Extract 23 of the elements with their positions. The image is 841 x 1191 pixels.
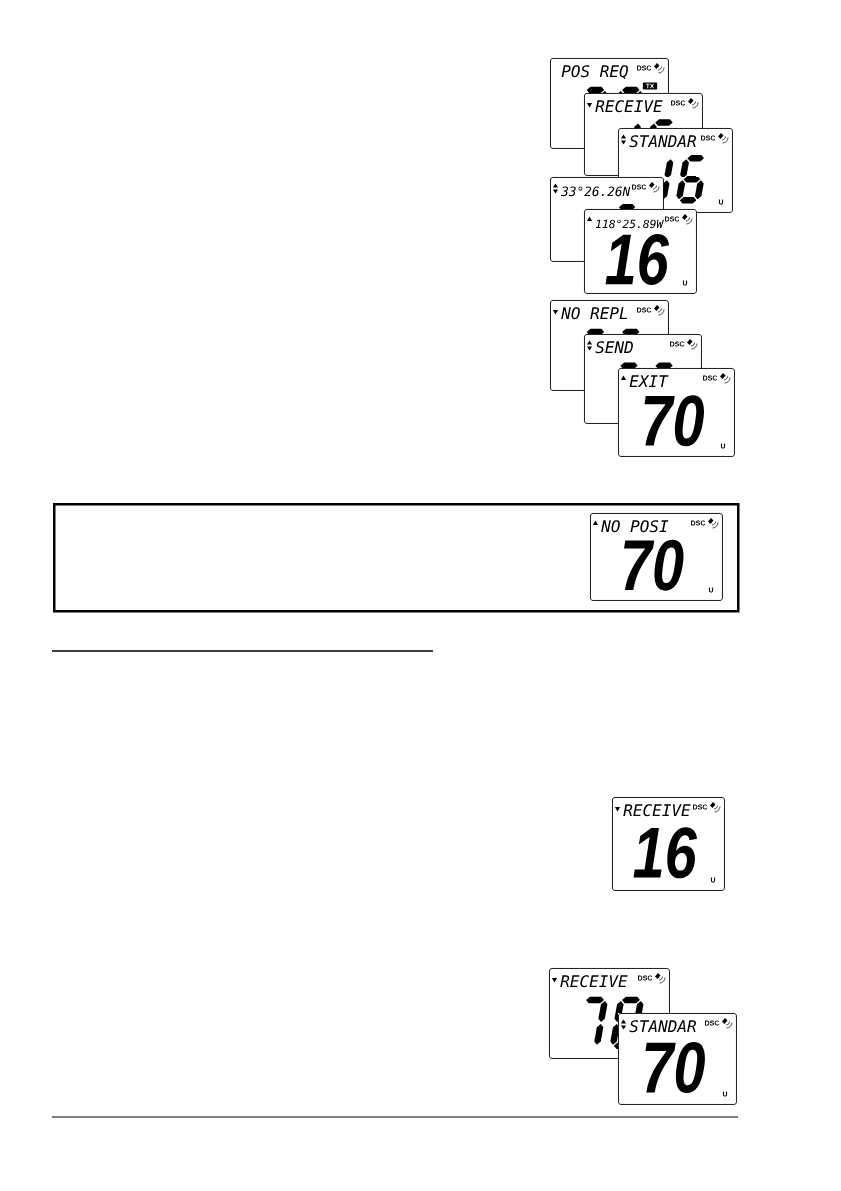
lcd-message: EXIT <box>629 375 669 387</box>
channel-number: 70 <box>644 395 704 447</box>
lcd-message: NO REPL <box>561 307 628 320</box>
channel-number: 16 <box>605 233 669 285</box>
lcd-screen <box>618 1013 737 1105</box>
lcd-screen <box>590 513 723 601</box>
lcd-screen <box>618 368 735 457</box>
lcd-message: POS REQ <box>561 65 628 80</box>
channel-number: 16 <box>633 827 697 879</box>
channel-number: 70 <box>624 539 684 591</box>
lcd-message: RECEIVE <box>595 100 663 113</box>
lcd-message: RECEIVE <box>560 975 628 988</box>
lcd-screen <box>612 797 725 891</box>
lcd-message: STANDAR <box>629 1020 696 1033</box>
lcd-message: STANDAR <box>629 135 696 148</box>
lcd-message: 118°25.89W <box>595 219 664 229</box>
lcd-message: RECEIVE <box>623 804 691 817</box>
lcd-message: NO POSI <box>601 520 669 533</box>
lcd-message: SEND <box>595 341 633 354</box>
lcd-message: 33°26.26N <box>561 186 631 197</box>
lcd-screen <box>584 209 697 294</box>
channel-number: 70 <box>645 1042 705 1094</box>
note-box <box>53 503 740 613</box>
